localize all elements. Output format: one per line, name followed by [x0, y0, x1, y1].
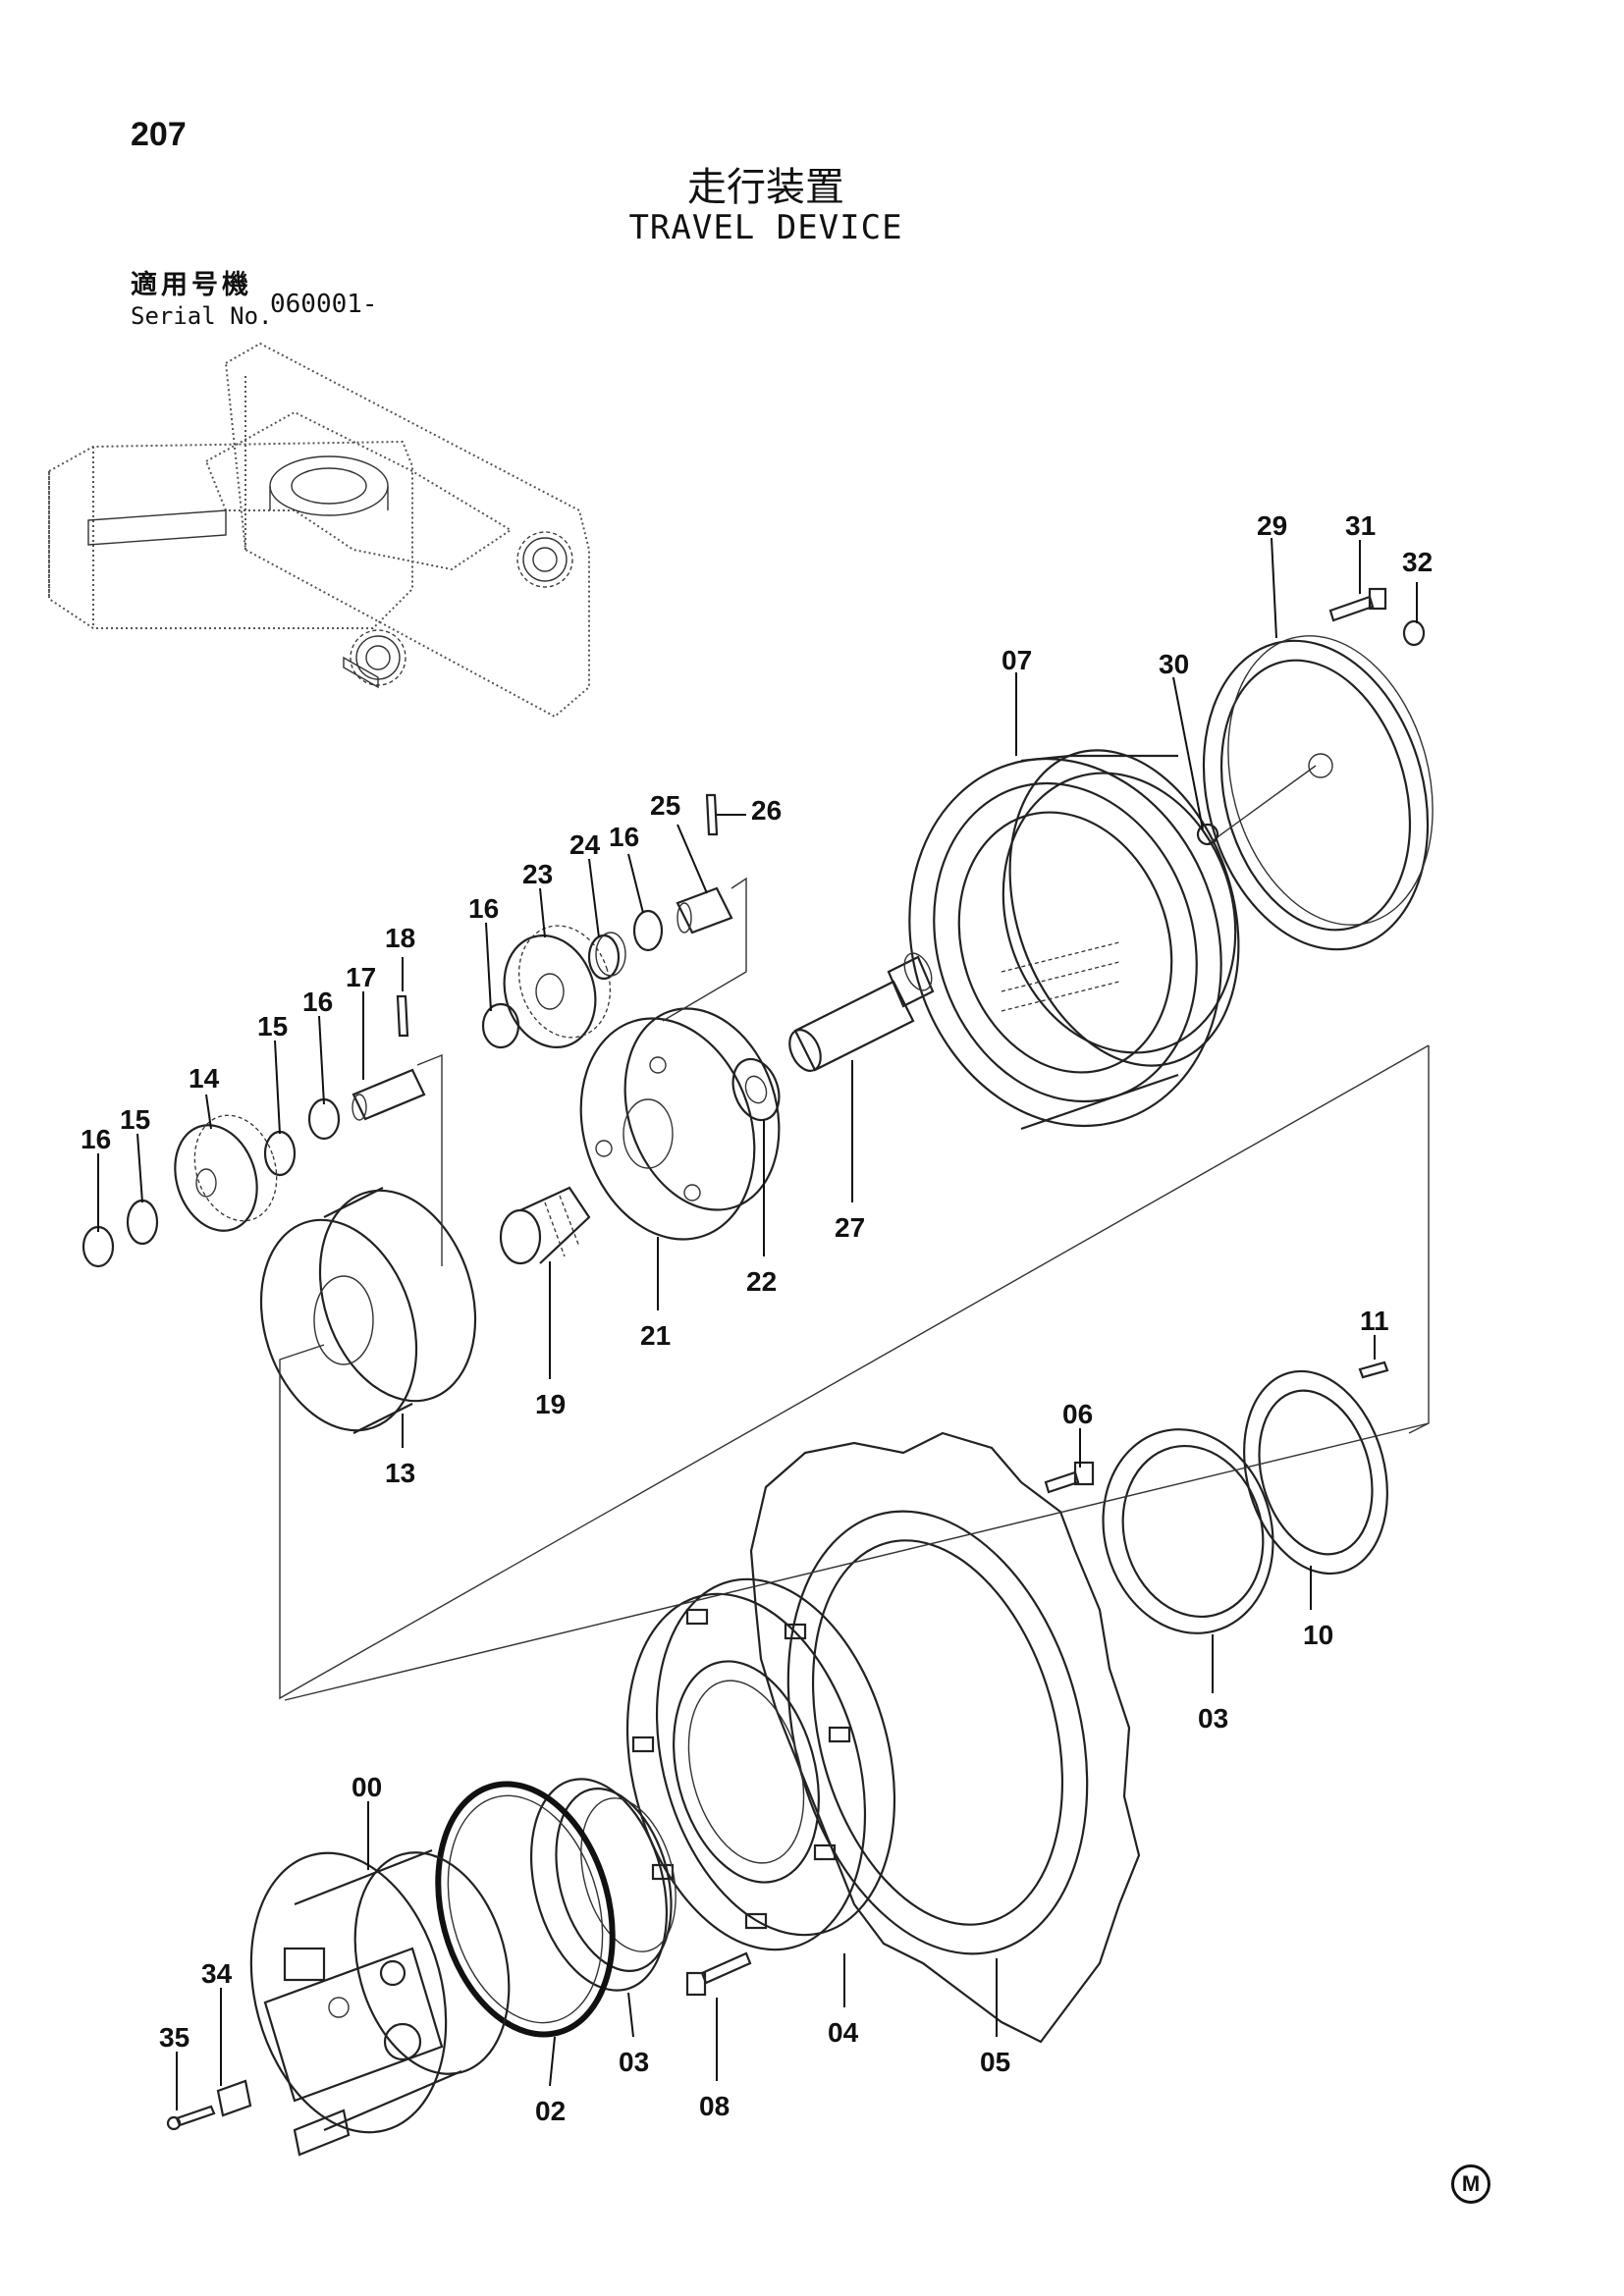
callout-03-right: 03	[1198, 1703, 1228, 1734]
part-17-pin	[352, 1068, 426, 1121]
page-number: 207	[131, 116, 187, 153]
callout-18: 18	[385, 923, 415, 953]
part-11-bolt	[1358, 1361, 1389, 1379]
callout-07: 07	[1001, 645, 1032, 675]
part-22-washer	[731, 1057, 781, 1122]
part-00-travel-motor	[249, 1848, 511, 2157]
part-16-washer-upper	[632, 909, 664, 952]
manufacturer-mark: M	[1451, 2164, 1490, 2204]
part-03-seal-right	[1102, 1428, 1274, 1634]
part-21-carrier	[579, 1007, 781, 1241]
serial-label-japanese: 適用号機	[131, 270, 252, 300]
part-14-gear	[174, 1114, 278, 1232]
callout-35: 35	[159, 2022, 189, 2053]
callout-24: 24	[569, 829, 601, 860]
part-24-bearing	[587, 932, 626, 981]
part-05-sprocket	[749, 1431, 1141, 2044]
serial-number-value: 060001-	[270, 290, 378, 319]
part-04-hub	[625, 1577, 896, 1951]
callout-14: 14	[189, 1063, 220, 1094]
callout-30: 30	[1159, 649, 1189, 679]
part-35-screw	[166, 2105, 216, 2131]
callout-23: 23	[522, 859, 553, 889]
callout-06: 06	[1062, 1399, 1093, 1429]
assembly-frame-lines	[279, 877, 1430, 1701]
callout-31: 31	[1345, 510, 1376, 541]
leader-lines	[97, 537, 1418, 2110]
callout-13: 13	[385, 1458, 415, 1488]
callout-22: 22	[746, 1266, 777, 1297]
callout-25: 25	[650, 790, 680, 821]
part-13-carrier	[259, 1187, 477, 1434]
part-27-shaft	[788, 952, 935, 1072]
part-08-bolt	[685, 1951, 752, 1997]
part-29-cover	[1202, 635, 1434, 951]
callout-10: 10	[1303, 1620, 1333, 1650]
callout-15-lower: 15	[120, 1104, 150, 1135]
callout-03-left: 03	[619, 2047, 649, 2077]
part-07-housing	[908, 749, 1240, 1131]
callout-34: 34	[201, 1958, 233, 1989]
part-18-pin	[396, 994, 409, 1038]
callout-29: 29	[1257, 510, 1287, 541]
callout-16-far-left: 16	[81, 1124, 111, 1154]
callout-32: 32	[1402, 547, 1433, 577]
callout-15-upper: 15	[257, 1011, 288, 1041]
callout-19: 19	[535, 1389, 566, 1419]
part-03-bearing-left	[529, 1778, 677, 1992]
title-english: TRAVEL DEVICE	[628, 208, 903, 247]
undercarriage-overview-sketch	[48, 342, 590, 719]
part-16-washer-mid	[481, 1002, 520, 1049]
part-30-plug	[1196, 823, 1219, 846]
callout-08: 08	[699, 2091, 730, 2121]
callout-27: 27	[835, 1212, 865, 1243]
serial-label-english: Serial No.	[131, 302, 273, 330]
part-06-bolt	[1044, 1461, 1095, 1494]
callout-17: 17	[346, 962, 376, 992]
callout-16-upper: 16	[609, 822, 639, 852]
callout-11: 11	[1360, 1306, 1389, 1336]
part-26-pin	[705, 793, 719, 836]
callout-26: 26	[751, 795, 782, 826]
part-31-bolt	[1328, 587, 1387, 622]
callout-00: 00	[352, 1772, 382, 1802]
callout-04: 04	[828, 2017, 859, 2048]
part-02-o-ring	[435, 1781, 616, 2038]
part-15-bearing	[126, 1130, 297, 1246]
part-34-plate	[216, 2079, 252, 2117]
part-25-pin	[676, 886, 733, 934]
callout-05: 05	[980, 2047, 1010, 2077]
callout-labels: 07 30 29 31 32 25 26 16 24 23 16 18 17 1…	[81, 510, 1433, 2126]
callout-16-mid: 16	[468, 893, 499, 924]
title-japanese: 走行装置	[687, 165, 844, 210]
part-19-sun-gear	[499, 1186, 591, 1265]
part-32-plug	[1402, 619, 1426, 647]
callout-16-left: 16	[302, 987, 333, 1017]
callout-02: 02	[535, 2096, 566, 2126]
callout-21: 21	[640, 1320, 671, 1351]
